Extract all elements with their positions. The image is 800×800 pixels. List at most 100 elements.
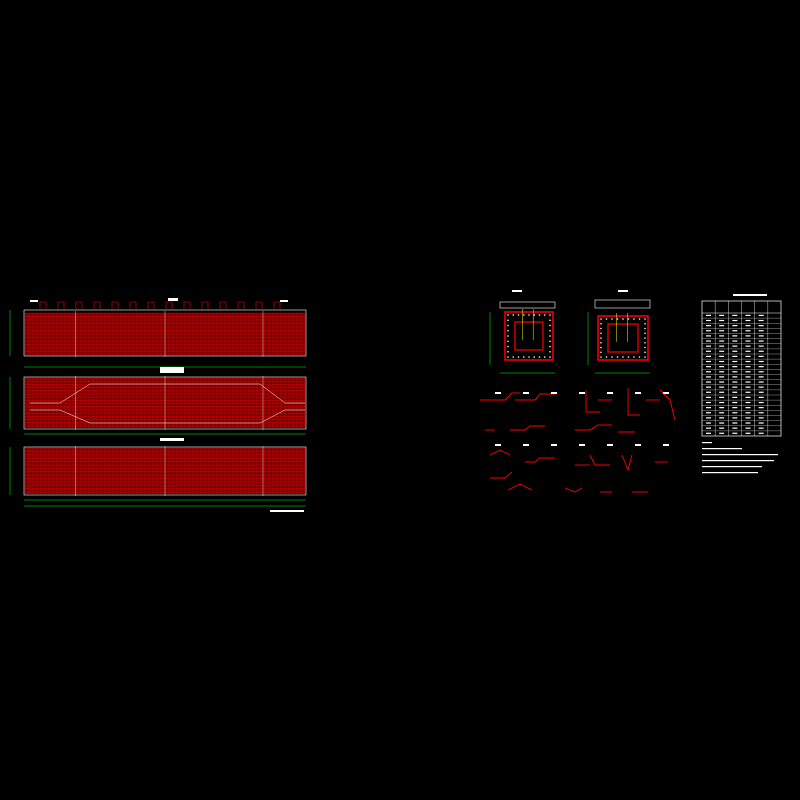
table-cell-mark <box>706 314 711 316</box>
bar-shape-label <box>635 392 641 394</box>
table-cell-mark <box>732 376 738 378</box>
section-2-box <box>597 315 649 361</box>
bar-shape <box>490 471 513 479</box>
table-cell-mark <box>732 386 738 388</box>
rebar-dot <box>644 332 646 335</box>
table-cell-mark <box>745 355 751 357</box>
rebar-dot <box>627 356 630 358</box>
section-1-box <box>504 311 554 361</box>
table-cell-mark <box>732 355 738 357</box>
bar-shape <box>589 454 610 466</box>
table-cell-mark <box>719 360 725 363</box>
table-grid-lines <box>702 301 781 436</box>
stirrup-hook <box>93 301 101 310</box>
bar-shape <box>489 449 511 456</box>
bar-shape-label <box>551 444 557 446</box>
table-cell-mark <box>745 330 751 332</box>
table-cell-mark <box>706 386 711 388</box>
bar-shape-label <box>663 392 669 394</box>
rebar-dot <box>638 318 641 320</box>
table-cell-mark <box>745 360 751 363</box>
table-cell-mark <box>719 335 725 337</box>
table-cell-mark <box>732 360 738 363</box>
table-cell-mark <box>706 417 711 419</box>
rebar-quantity-table <box>701 294 782 437</box>
stirrup-hook <box>129 301 137 310</box>
table-cell-mark <box>719 407 725 409</box>
table-cell-mark <box>732 381 738 383</box>
table-cell-mark <box>719 366 725 368</box>
stirrup-hook <box>147 301 155 310</box>
table-cell-mark <box>706 432 711 434</box>
table-cell-mark <box>719 376 725 378</box>
table-cell-mark <box>758 391 764 393</box>
plan-tendon-profile-lower <box>30 409 305 424</box>
table-cell-mark <box>719 350 725 352</box>
bar-shape <box>621 454 633 472</box>
table-cell-mark <box>732 401 738 404</box>
rebar-dot <box>600 332 602 335</box>
rebar-dot <box>633 318 635 320</box>
section-2-rebar-dots <box>600 313 646 358</box>
bottom-title-tag <box>160 438 184 441</box>
rebar-dot <box>622 318 624 320</box>
rebar-dot <box>644 356 646 358</box>
section-1-rebar-dots <box>507 309 551 358</box>
section-2-deck <box>594 299 651 309</box>
table-cell-mark <box>758 360 764 363</box>
bar-shape-label <box>607 444 613 446</box>
stirrup-hook <box>237 301 245 310</box>
table-cell-mark <box>758 412 764 414</box>
note-line <box>702 466 762 468</box>
table-cell-mark <box>732 427 738 429</box>
stirrup-hook <box>165 301 173 310</box>
bar-shape-label <box>663 444 669 446</box>
note-line <box>702 448 742 450</box>
rebar-dot <box>517 314 520 316</box>
rebar-dot <box>549 329 551 332</box>
table-cell-mark <box>719 345 725 347</box>
rebar-dot <box>512 314 515 316</box>
table-cell-mark <box>719 355 725 357</box>
rebar-dot <box>533 314 536 316</box>
table-cell-mark <box>719 386 725 388</box>
table-cell-mark <box>719 381 725 383</box>
rebar-dot <box>644 346 646 349</box>
bar-shape <box>510 425 545 431</box>
rebar-dot <box>507 350 509 353</box>
table-cell-mark <box>732 314 738 316</box>
table-cell-mark <box>706 366 711 368</box>
table-cell-mark <box>719 396 725 398</box>
bar-shape <box>507 483 533 491</box>
table-cell-mark <box>745 427 751 429</box>
table-cell-mark <box>745 319 751 322</box>
rebar-dot <box>507 314 509 316</box>
note-line <box>702 442 712 444</box>
elevation-top-stirrups <box>30 298 288 310</box>
table-cell-mark <box>706 376 711 378</box>
plan-tendon-profile <box>30 383 305 404</box>
plan-rebar-grid <box>24 376 306 430</box>
bar-shape <box>585 390 600 413</box>
table-cell-mark <box>745 325 751 327</box>
table-cell-mark <box>732 340 738 342</box>
bar-shape-label <box>579 392 585 394</box>
table-cell-mark <box>732 335 738 337</box>
table-cell-mark <box>719 330 725 332</box>
rebar-dot <box>644 351 646 354</box>
rebar-dot <box>528 314 530 316</box>
table-cell-mark <box>706 355 711 357</box>
rebar-dot <box>600 337 602 339</box>
table-cell-mark <box>745 391 751 393</box>
bar-shape <box>515 393 555 401</box>
table-cell-mark <box>758 381 764 383</box>
table-cell-mark <box>706 371 711 373</box>
stirrup-hook <box>273 301 281 310</box>
stirrup-hook <box>183 301 191 310</box>
bar-shape <box>564 487 583 493</box>
table-cell-mark <box>745 366 751 368</box>
rebar-dot <box>543 314 546 316</box>
bottom-rebar-grid <box>24 446 306 496</box>
section-2-title-tag <box>618 290 628 292</box>
